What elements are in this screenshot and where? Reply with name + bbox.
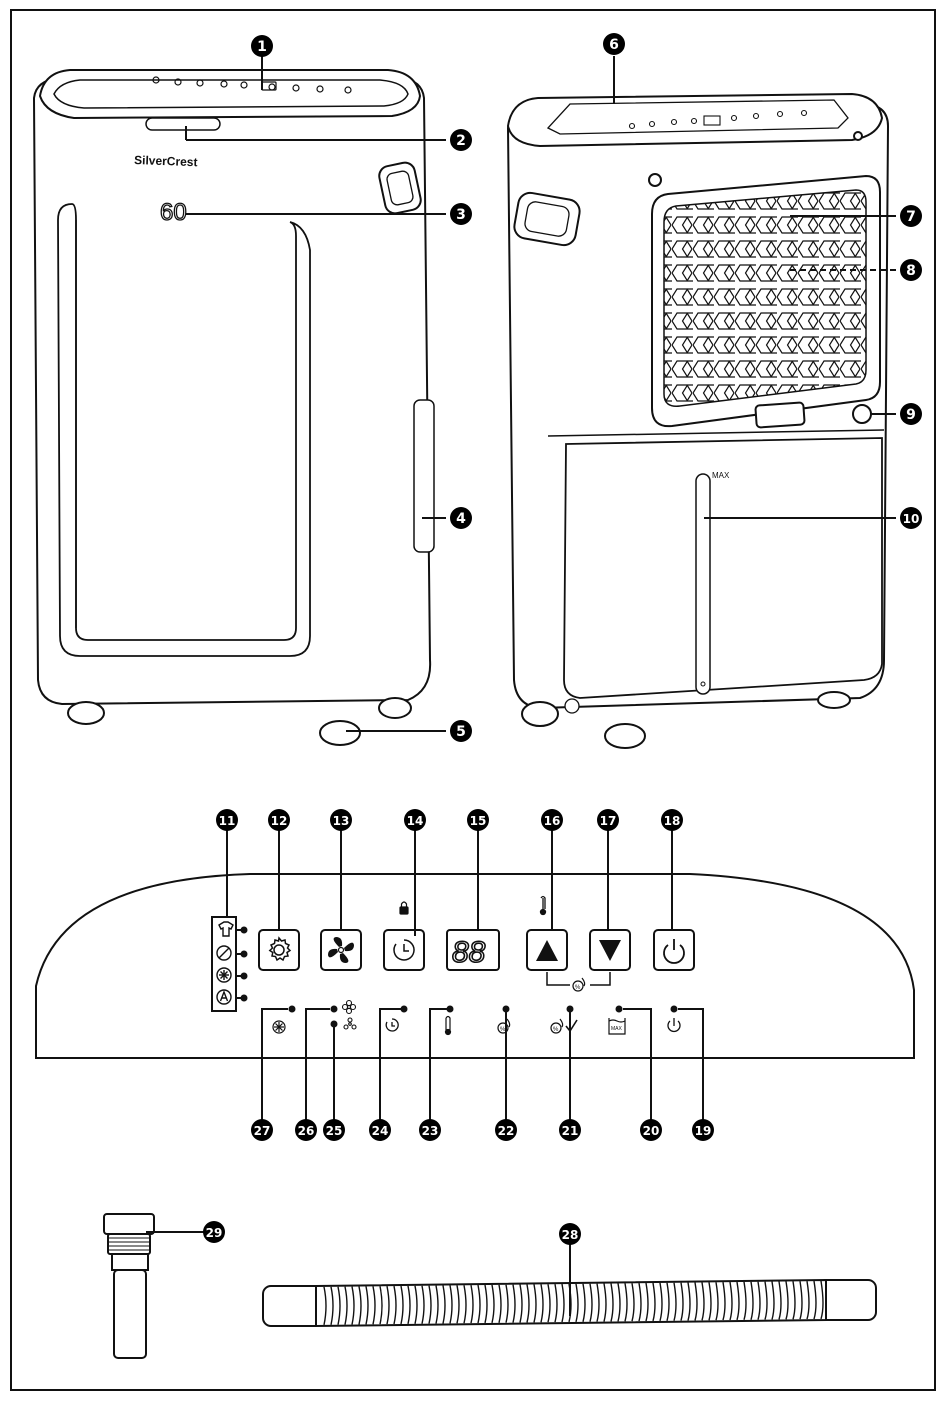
callout-27: 27 (251, 1119, 273, 1141)
callout-number: 10 (903, 512, 920, 526)
callout-number: 13 (333, 814, 350, 828)
back-unit (508, 94, 888, 748)
callout-7: 7 (900, 205, 922, 227)
callout-number: 8 (906, 263, 916, 279)
down-button[interactable] (590, 930, 630, 970)
power-button[interactable] (654, 930, 694, 970)
callout-number: 6 (609, 37, 619, 53)
callout-number: 4 (456, 511, 466, 527)
callout-number: 1 (257, 39, 267, 55)
callout-number: 23 (422, 1124, 439, 1138)
callout-6: 6 (603, 33, 625, 55)
callout-number: 7 (906, 209, 916, 225)
callout-number: 21 (562, 1124, 579, 1138)
callout-number: 11 (219, 814, 236, 828)
callout-number: 14 (407, 814, 424, 828)
callout-21: 21 (559, 1119, 581, 1141)
callout-number: 17 (600, 814, 617, 828)
indicator-tank-label: MAX (611, 1026, 623, 1032)
callout-number: 2 (456, 133, 466, 149)
callout-number: 9 (906, 407, 916, 423)
panel-display-readout: 88 (452, 936, 486, 969)
callout-number: 19 (695, 1124, 712, 1138)
callout-22: 22 (495, 1119, 517, 1141)
drain-connector (104, 1214, 154, 1358)
callout-13: 13 (330, 809, 352, 831)
callout-5: 5 (450, 720, 472, 742)
callout-3: 3 (450, 203, 472, 225)
mode-button[interactable] (259, 930, 299, 970)
callout-26: 26 (295, 1119, 317, 1141)
callout-17: 17 (597, 809, 619, 831)
callout-25: 25 (323, 1119, 345, 1141)
callout-number: 27 (254, 1124, 271, 1138)
callout-number: 16 (544, 814, 561, 828)
callout-28: 28 (559, 1223, 581, 1245)
callout-number: 3 (456, 207, 466, 223)
callout-18: 18 (661, 809, 683, 831)
callout-15: 15 (467, 809, 489, 831)
callout-number: 15 (470, 814, 487, 828)
front-unit (34, 70, 434, 745)
snowflake-icon (217, 968, 231, 982)
callout-12: 12 (268, 809, 290, 831)
callout-16: 16 (541, 809, 563, 831)
callout-number: 24 (372, 1124, 389, 1138)
callout-9: 9 (900, 403, 922, 425)
callout-number: 20 (643, 1124, 660, 1138)
svg-text:%: % (553, 1027, 559, 1033)
callout-1: 1 (251, 35, 273, 57)
callout-24: 24 (369, 1119, 391, 1141)
callout-10: 10 (900, 507, 922, 529)
callout-29: 29 (203, 1221, 225, 1243)
fan-button[interactable] (321, 930, 361, 970)
callout-number: 18 (664, 814, 681, 828)
brand-logo: SilverCrest (134, 153, 198, 169)
callout-number: 22 (498, 1124, 515, 1138)
callout-14: 14 (404, 809, 426, 831)
tank-max-label: MAX (712, 471, 730, 480)
callout-2: 2 (450, 129, 472, 151)
callout-number: 12 (271, 814, 288, 828)
panel-display: 88 (447, 930, 499, 970)
callout-11: 11 (216, 809, 238, 831)
callout-19: 19 (692, 1119, 714, 1141)
defrost-icon (273, 1021, 285, 1033)
callout-number: 5 (456, 724, 466, 740)
svg-text:%: % (575, 985, 581, 991)
callout-number: 29 (206, 1226, 223, 1240)
callout-20: 20 (640, 1119, 662, 1141)
front-display-readout: 60 (160, 199, 187, 226)
callout-23: 23 (419, 1119, 441, 1141)
callout-number: 28 (562, 1228, 579, 1242)
callout-4: 4 (450, 507, 472, 529)
up-button[interactable] (527, 930, 567, 970)
timer-button[interactable] (384, 930, 424, 970)
callout-8: 8 (900, 259, 922, 281)
callout-number: 25 (326, 1124, 343, 1138)
callout-number: 26 (298, 1124, 315, 1138)
